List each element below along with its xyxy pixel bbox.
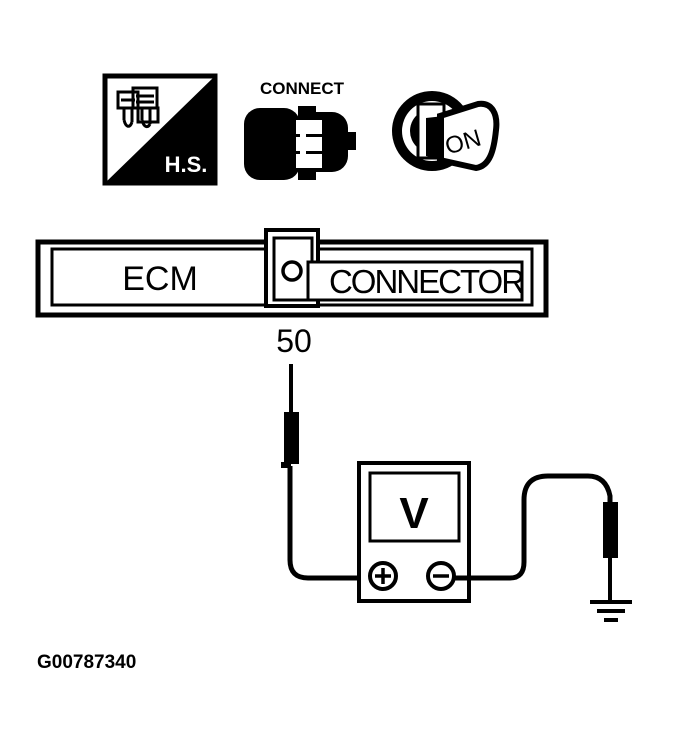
ecm-connector: ECM CONNECTOR [35, 228, 549, 318]
harness-label: H.S. [165, 152, 208, 177]
connect-icon: CONNECT [244, 79, 356, 180]
negative-probe [454, 473, 618, 602]
ground-symbol-icon [590, 600, 632, 622]
meter-display: V [399, 489, 429, 538]
negative-terminal [426, 561, 456, 591]
pin-number: 50 [276, 323, 312, 359]
pin-50-terminal [281, 260, 303, 282]
connector-label: CONNECTOR [329, 263, 524, 300]
positive-probe [281, 364, 372, 581]
voltmeter: V [357, 461, 471, 603]
positive-terminal [368, 561, 398, 591]
figure-id: G00787340 [37, 652, 136, 673]
harness-icon: H.S. [102, 73, 218, 186]
connect-label: CONNECT [260, 79, 345, 98]
ignition-on-icon: ON [392, 91, 500, 172]
ecm-label: ECM [122, 260, 198, 298]
